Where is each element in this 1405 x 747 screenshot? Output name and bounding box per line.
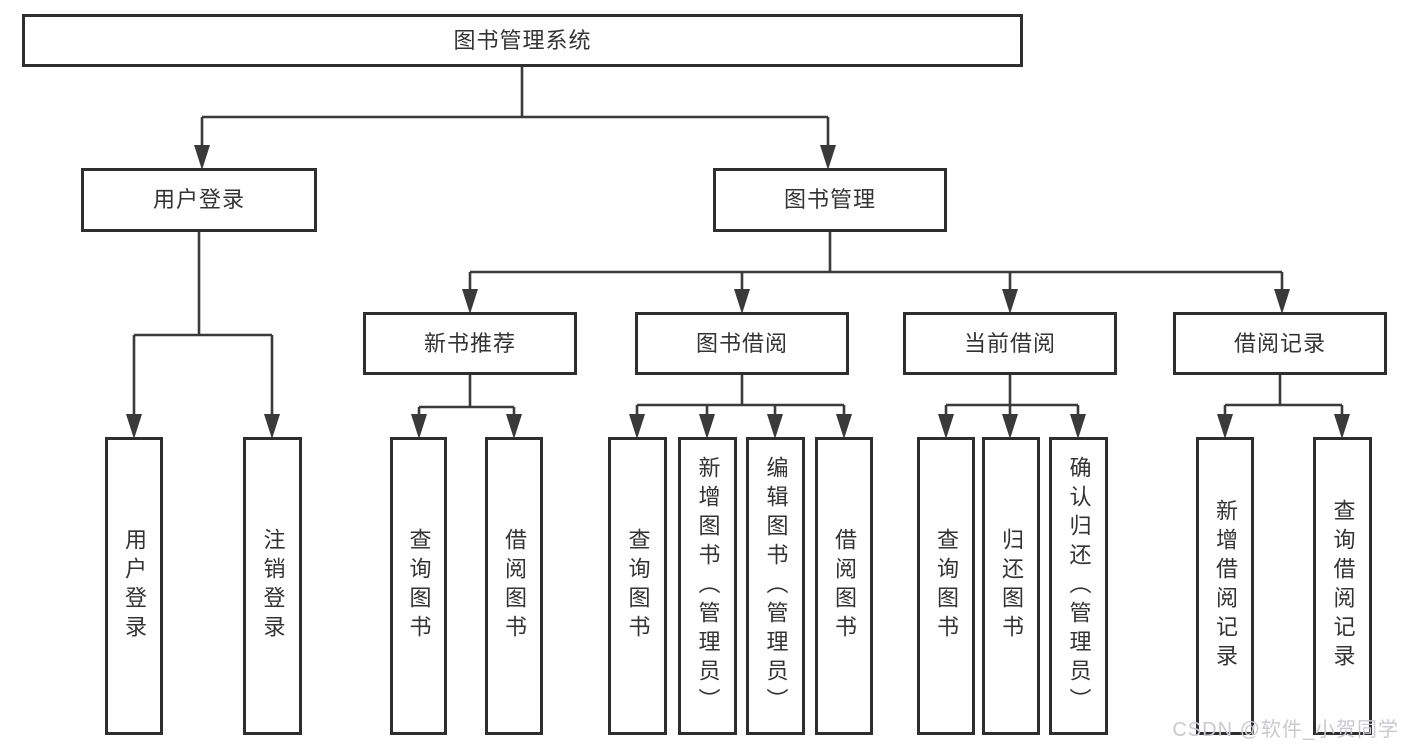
arrowhead-icon <box>194 145 210 170</box>
node-label: 用户登录 <box>152 187 245 212</box>
arrowhead-icon <box>264 414 280 439</box>
arrowhead-icon <box>1334 414 1350 439</box>
connector-path <box>1223 375 1344 433</box>
node-leaf-query-borrow-record: 查询借阅记录 <box>1313 437 1372 735</box>
arrowhead-icon <box>820 145 836 170</box>
node-user-login: 用户登录 <box>81 168 317 232</box>
node-leaf-query-book-1: 查询图书 <box>390 437 447 735</box>
node-label: 查询借阅记录 <box>1330 499 1356 673</box>
arrowhead-icon <box>699 414 715 439</box>
arrowhead-icon <box>1002 414 1018 439</box>
node-leaf-add-book-admin: 新增图书（管理员） <box>678 437 737 735</box>
arrowhead-icon <box>462 289 478 314</box>
node-label: 新增借阅记录 <box>1213 499 1238 673</box>
node-label: 图书借阅 <box>695 330 788 356</box>
arrowhead-icon <box>836 414 852 439</box>
node-label: 归还图书 <box>999 528 1024 644</box>
arrowhead-icon <box>629 414 645 439</box>
node-label: 新书推荐 <box>423 330 516 356</box>
arrowhead-icon <box>1002 289 1018 314</box>
node-leaf-confirm-return: 确认归还（管理员） <box>1049 437 1108 735</box>
node-label: 图书管理系统 <box>453 27 592 53</box>
connector-path <box>417 375 516 433</box>
node-label: 注销登录 <box>260 528 286 644</box>
node-leaf-logout: 注销登录 <box>243 437 302 735</box>
connector-path <box>200 67 830 164</box>
watermark: CSDN @软件_小贺同学 <box>1172 719 1399 741</box>
connector-path <box>635 375 846 433</box>
node-label: 查询图书 <box>406 528 432 644</box>
connector-path <box>468 232 1284 308</box>
node-leaf-query-book-2: 查询图书 <box>608 437 667 735</box>
node-label: 新增图书（管理员） <box>695 455 721 717</box>
arrowhead-icon <box>126 414 142 439</box>
node-label: 确认归还（管理员） <box>1066 455 1092 717</box>
arrowhead-icon <box>938 414 954 439</box>
node-leaf-user-login: 用户登录 <box>105 437 163 735</box>
node-label: 查询图书 <box>625 528 651 644</box>
node-book-management: 图书管理 <box>713 168 947 232</box>
node-leaf-edit-book-admin: 编辑图书（管理员） <box>746 437 805 735</box>
connector-path <box>132 232 274 433</box>
node-label: 用户登录 <box>122 528 147 644</box>
arrowhead-icon <box>506 414 522 439</box>
node-label: 借阅图书 <box>502 528 527 644</box>
node-leaf-borrow-book-1: 借阅图书 <box>485 437 543 735</box>
node-label: 编辑图书（管理员） <box>763 455 789 717</box>
node-book-borrowing: 图书借阅 <box>635 312 849 375</box>
node-label: 图书管理 <box>783 187 876 212</box>
arrowhead-icon <box>1274 289 1290 314</box>
node-leaf-query-book-3: 查询图书 <box>917 437 975 735</box>
node-label: 借阅图书 <box>832 528 857 644</box>
node-new-book-recommend: 新书推荐 <box>363 312 577 375</box>
node-label: 当前借阅 <box>963 330 1056 356</box>
arrowhead-icon <box>1217 414 1233 439</box>
node-label: 查询图书 <box>934 528 959 644</box>
arrowhead-icon <box>767 414 783 439</box>
arrowhead-icon <box>411 414 427 439</box>
node-leaf-return-book: 归还图书 <box>982 437 1040 735</box>
arrowhead-icon <box>734 289 750 314</box>
node-leaf-add-borrow-record: 新增借阅记录 <box>1196 437 1254 735</box>
node-current-borrowing: 当前借阅 <box>903 312 1117 375</box>
node-label: 借阅记录 <box>1233 330 1326 356</box>
node-root: 图书管理系统 <box>22 14 1023 67</box>
arrowhead-icon <box>1070 414 1086 439</box>
node-leaf-borrow-book-2: 借阅图书 <box>815 437 873 735</box>
node-borrowing-records: 借阅记录 <box>1173 312 1387 375</box>
